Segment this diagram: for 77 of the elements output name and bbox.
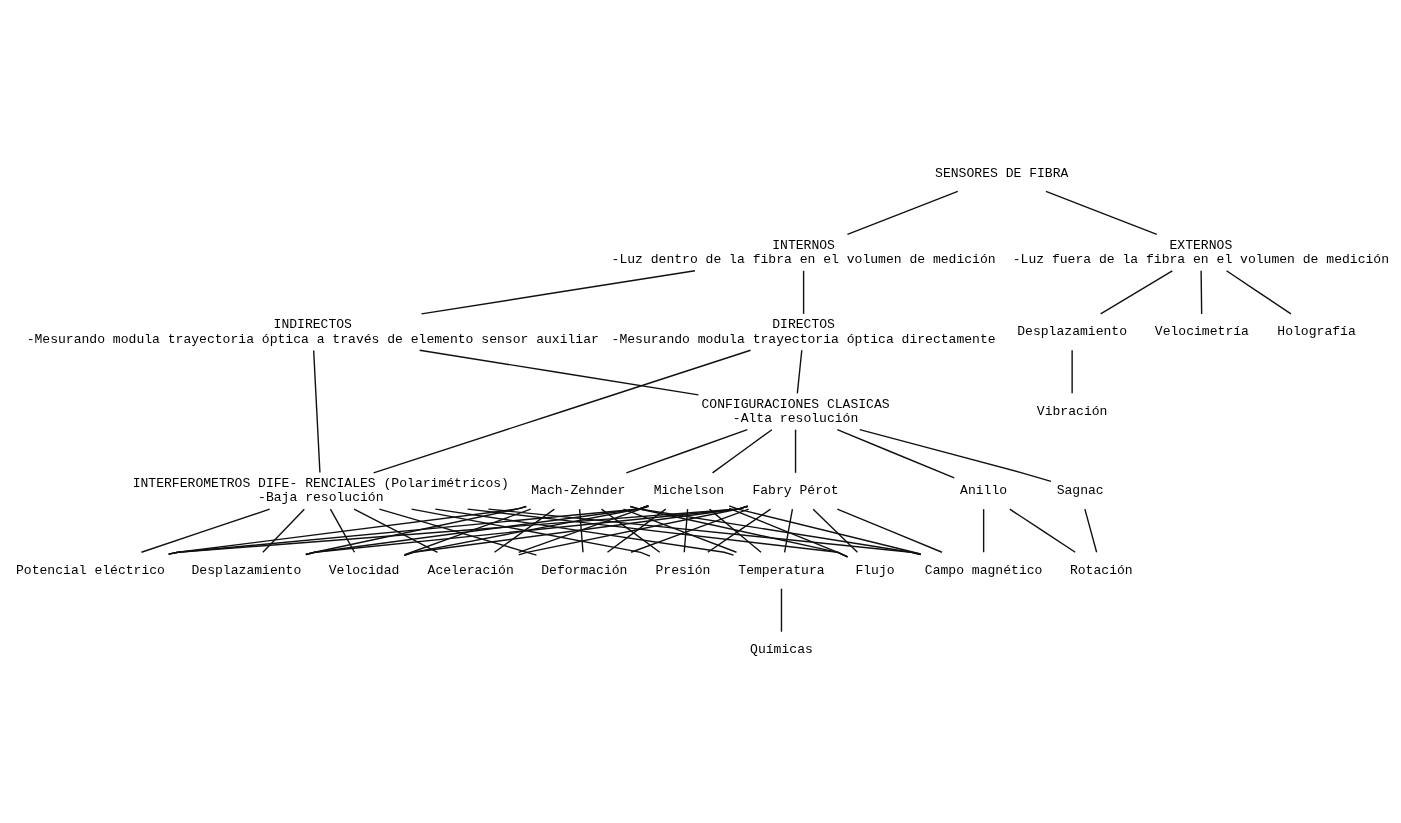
connector — [353, 508, 439, 553]
connector — [312, 349, 321, 474]
connector — [728, 507, 849, 558]
connector — [780, 587, 783, 633]
connector — [606, 508, 667, 553]
node-text: Fabry Pérot — [752, 483, 839, 499]
connector — [1084, 508, 1098, 553]
connector — [1200, 270, 1203, 315]
connector — [1225, 270, 1292, 315]
connector — [403, 505, 749, 557]
connector — [578, 508, 584, 553]
node-text: Anillo — [960, 483, 1008, 499]
connector — [622, 508, 738, 553]
connector — [683, 508, 689, 553]
connector — [630, 508, 750, 553]
connector — [167, 505, 749, 555]
node-text: Michelson — [653, 483, 725, 499]
node-text: Velocimetría — [1154, 324, 1249, 340]
connector — [434, 508, 735, 556]
node-text: Desplazamiento — [1017, 324, 1128, 340]
connector — [1009, 508, 1076, 553]
node-text: Químicas — [750, 642, 813, 658]
connector — [378, 508, 538, 556]
connector — [707, 508, 772, 553]
connector — [846, 190, 959, 236]
node-text: SENSORES DE FIBRA — [935, 165, 1069, 181]
connector — [708, 508, 762, 553]
connector — [518, 505, 749, 556]
connector — [329, 508, 356, 553]
connector — [420, 270, 696, 315]
node-text: Flujo — [855, 562, 895, 578]
node-text: Presión — [655, 562, 711, 578]
node-text: Mach-Zehnder — [531, 483, 626, 499]
connector — [625, 429, 749, 474]
node-text: Holografía — [1277, 324, 1356, 340]
node-text: INTERFEROMETROS DIFE- RENCIALES (Polarimétricos) -Baja resolución — [132, 476, 509, 506]
node-text: Potencial eléctrico — [16, 562, 165, 578]
node-text: Aceleración — [427, 562, 514, 578]
connector — [711, 429, 773, 474]
connector — [262, 508, 305, 553]
connector — [802, 270, 805, 315]
node-text: DIRECTOS -Mesurando modula trayectoria óptica directamente — [611, 317, 996, 347]
connector — [1099, 270, 1173, 315]
node-text: Vibración — [1036, 403, 1108, 419]
connector — [518, 505, 650, 554]
connector — [728, 505, 922, 555]
connector — [629, 505, 922, 556]
node-text: EXTERNOS -Luz fuera de la fibra en el volumen de medición — [1012, 237, 1390, 268]
connector — [372, 349, 752, 474]
node-text: Desplazamiento — [191, 562, 302, 578]
node-text: Rotación — [1069, 562, 1133, 578]
connector — [796, 349, 803, 395]
connector — [812, 508, 859, 553]
connector — [836, 429, 955, 479]
node-text: INDIRECTOS -Mesurando modula trayectoria óptica a través de elemento sensor auxiliar — [26, 317, 599, 347]
node-text: Velocidad — [328, 562, 400, 578]
connector — [140, 508, 271, 553]
connector — [305, 505, 749, 556]
connector — [418, 349, 700, 396]
connector — [836, 508, 943, 553]
connector — [783, 508, 794, 553]
node-text: INTERNOS -Luz dentro de la fibra en el volumen de medición — [611, 237, 996, 268]
node-text: Sagnac — [1056, 483, 1104, 499]
connector — [493, 508, 556, 553]
connector — [1045, 190, 1158, 236]
node-text: Campo magnético — [924, 562, 1043, 578]
connector — [629, 505, 849, 558]
connector — [466, 508, 849, 558]
connector — [403, 508, 532, 556]
connector — [1071, 349, 1073, 395]
node-text: Deformación — [541, 562, 628, 578]
node-text: Temperatura — [738, 562, 825, 578]
connector — [794, 429, 797, 474]
connector — [600, 508, 661, 553]
connector — [859, 428, 1052, 483]
connector — [982, 508, 985, 553]
node-text: CONFIGURACIONES CLASICAS -Alta resolución — [701, 396, 890, 426]
